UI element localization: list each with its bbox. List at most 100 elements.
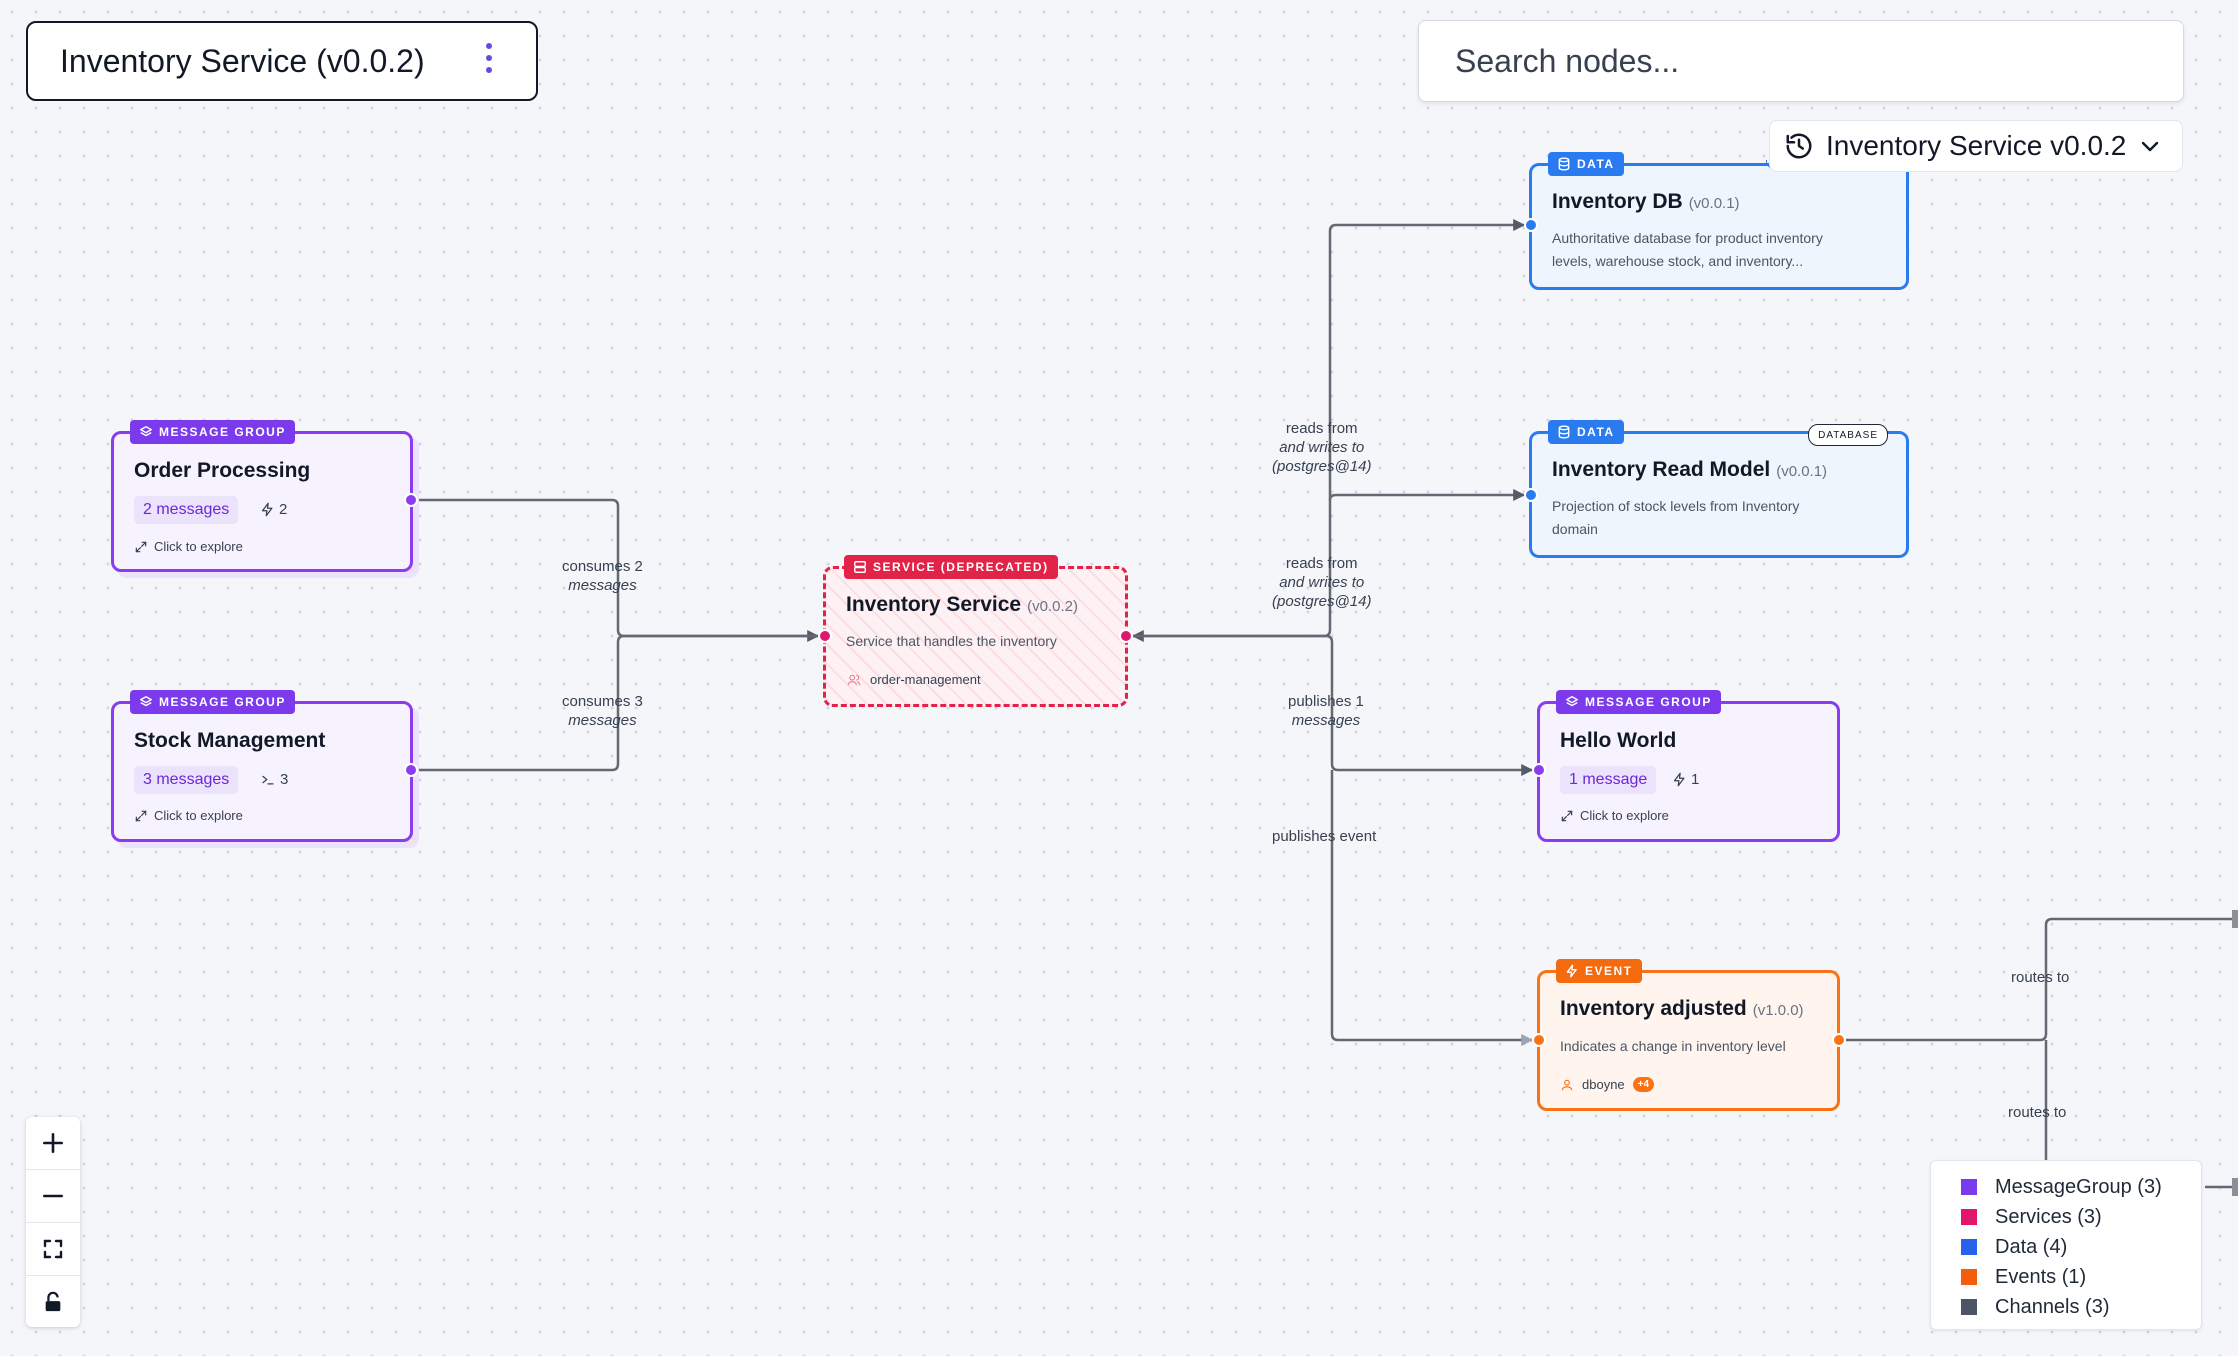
user-icon xyxy=(1561,1079,1573,1090)
explore-label: Click to explore xyxy=(154,808,243,823)
edge-label-line: routes to xyxy=(2008,1104,2067,1121)
layers-icon xyxy=(1566,696,1578,707)
node-owner[interactable]: order-management xyxy=(846,672,981,687)
node-title: Inventory Service(v0.0.2) xyxy=(846,593,1078,617)
badge-label: MESSAGE GROUP xyxy=(159,425,286,439)
legend: MessageGroup (3) Services (3) Data (4) E… xyxy=(1930,1160,2202,1330)
node-handle[interactable] xyxy=(1832,1033,1846,1047)
node-handle[interactable] xyxy=(1524,218,1538,232)
lock-button[interactable] xyxy=(26,1276,80,1328)
node-inventory-db[interactable]: DATA Inventory DB(v0.0.1) Authoritative … xyxy=(1529,152,1909,290)
zoom-in-button[interactable] xyxy=(26,1117,80,1170)
badge-label: DATA xyxy=(1577,157,1615,171)
legend-label: Services (3) xyxy=(1995,1205,2102,1228)
node-handle[interactable] xyxy=(404,493,418,507)
node-title-text: Inventory Read Model xyxy=(1552,458,1771,481)
version-selector-label: Inventory Service v0.0.2 xyxy=(1826,130,2127,161)
database-icon xyxy=(1558,157,1570,171)
badge-label: MESSAGE GROUP xyxy=(159,695,286,709)
node-handle[interactable] xyxy=(404,763,418,777)
legend-item[interactable]: Events (1) xyxy=(1961,1262,2201,1292)
node-title: Stock Management xyxy=(134,729,326,752)
legend-item[interactable]: Services (3) xyxy=(1961,1202,2201,1232)
node-title: Inventory adjusted(v1.0.0) xyxy=(1560,997,1804,1021)
explore-link[interactable]: Click to explore xyxy=(1560,808,1669,823)
node-version: (v0.0.1) xyxy=(1776,463,1828,480)
fit-view-button[interactable] xyxy=(26,1223,80,1276)
count-value: 2 xyxy=(279,501,288,518)
zoom-out-button[interactable] xyxy=(26,1170,80,1223)
expand-icon xyxy=(1561,810,1573,821)
node-inventory-adjusted[interactable]: EVENT Inventory adjusted(v1.0.0) Indicat… xyxy=(1537,959,1840,1111)
legend-item[interactable]: Data (4) xyxy=(1961,1232,2201,1262)
node-title-text: Inventory Service xyxy=(846,593,1022,616)
node-stock-management[interactable]: MESSAGE GROUP Stock Management 3 message… xyxy=(111,690,413,842)
node-badge: MESSAGE GROUP xyxy=(130,690,295,714)
expand-icon xyxy=(135,810,147,821)
page-title-box: Inventory Service (v0.0.2) xyxy=(26,21,538,101)
node-handle[interactable] xyxy=(818,629,832,643)
node-version: (v0.0.1) xyxy=(1688,195,1740,212)
node-hello-world[interactable]: MESSAGE GROUP Hello World 1 message 1 Cl… xyxy=(1537,690,1840,842)
explore-link[interactable]: Click to explore xyxy=(134,539,243,554)
badge-label: EVENT xyxy=(1585,964,1633,978)
database-tag: DATABASE xyxy=(1808,424,1888,446)
explore-link[interactable]: Click to explore xyxy=(134,808,243,823)
kebab-menu-icon[interactable] xyxy=(486,43,492,73)
node-title: Hello World xyxy=(1560,729,1677,752)
edge-label-line: publishes 1 xyxy=(1288,693,1364,710)
database-icon xyxy=(1558,425,1570,439)
lightning-icon xyxy=(261,502,273,517)
node-order-processing[interactable]: MESSAGE GROUP Order Processing 2 message… xyxy=(111,420,413,572)
node-handle[interactable] xyxy=(1532,1033,1546,1047)
messages-pill[interactable]: 3 messages xyxy=(134,766,239,794)
search-box[interactable] xyxy=(1418,20,2184,102)
lightning-icon xyxy=(1566,964,1577,978)
node-owner[interactable]: dboyne+4 xyxy=(1560,1077,1655,1092)
node-badge: SERVICE (DEPRECATED) xyxy=(844,555,1058,579)
node-title: Order Processing xyxy=(134,459,311,482)
node-title: Inventory DB(v0.0.1) xyxy=(1552,190,1740,214)
owner-label: order-management xyxy=(870,672,981,687)
description-line: Projection of stock levels from Inventor… xyxy=(1552,498,1800,514)
message-count: 3 xyxy=(260,771,288,788)
edge-label-routes-to: routes to xyxy=(2008,1103,2066,1122)
version-selector[interactable]: Inventory Service v0.0.2 xyxy=(1769,120,2183,172)
edge-label-line: (postgres@14) xyxy=(1272,593,1372,610)
node-handle[interactable] xyxy=(1532,763,1546,777)
legend-swatch xyxy=(1961,1209,1977,1225)
node-handle[interactable] xyxy=(1119,629,1133,643)
badge-label: DATA xyxy=(1577,425,1615,439)
node-version: (v1.0.0) xyxy=(1752,1002,1804,1019)
users-icon xyxy=(847,674,861,685)
node-badge: MESSAGE GROUP xyxy=(130,420,295,444)
edge-stock-management-to-service xyxy=(411,634,818,772)
node-description: Authoritative database for product inven… xyxy=(1552,227,1823,273)
zoom-controls xyxy=(26,1117,80,1327)
owner-extra-badge: +4 xyxy=(1632,1077,1655,1092)
node-description: Indicates a change in inventory level xyxy=(1560,1038,1786,1054)
lock-icon xyxy=(45,1291,61,1312)
node-badge: DATA xyxy=(1548,152,1624,176)
node-badge: EVENT xyxy=(1556,959,1642,983)
legend-item[interactable]: MessageGroup (3) xyxy=(1961,1172,2201,1202)
legend-item[interactable]: Channels (3) xyxy=(1961,1292,2201,1322)
search-input[interactable] xyxy=(1453,41,2183,81)
node-inventory-read-model[interactable]: DATA DATABASE Inventory Read Model (v0.0.… xyxy=(1529,420,1909,558)
node-inventory-service[interactable]: SERVICE (DEPRECATED) Inventory Service(v… xyxy=(823,555,1128,707)
description-line: levels, warehouse stock, and inventory..… xyxy=(1552,253,1804,269)
messages-pill[interactable]: 2 messages xyxy=(134,496,239,524)
edge-label-line: routes to xyxy=(2011,969,2070,986)
edge-label-line: messages xyxy=(568,577,637,594)
edge-service-to-inventory-adjusted xyxy=(1330,770,1534,1046)
edge-label-line: publishes event xyxy=(1272,828,1377,845)
node-handle[interactable] xyxy=(1524,488,1538,502)
messages-pill[interactable]: 1 message xyxy=(1560,766,1657,794)
message-count: 2 xyxy=(260,501,287,518)
edge-label-line: and writes to xyxy=(1279,439,1365,456)
node-description: Projection of stock levels from Inventor… xyxy=(1552,495,1799,541)
